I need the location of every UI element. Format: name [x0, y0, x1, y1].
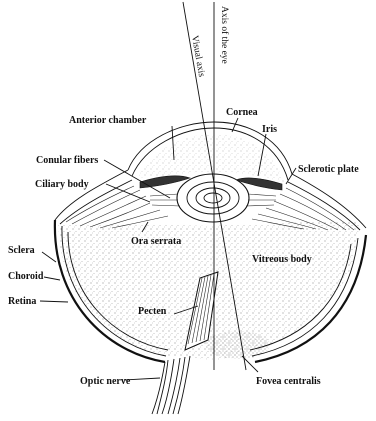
- sclerotic-plate-label: Sclerotic plate: [298, 164, 359, 175]
- conular-fibers-label: Conular fibers: [36, 155, 98, 166]
- ora-serrata-label: Ora serrata: [131, 236, 181, 247]
- vitreous-body-label: Vitreous body: [252, 254, 312, 265]
- sclera-label: Sclera: [8, 245, 35, 256]
- optic-nerve-label: Optic nerve: [80, 376, 131, 387]
- iris-label: Iris: [262, 124, 277, 135]
- fovea-region: [206, 331, 270, 359]
- optic-nerve-fiber: [157, 360, 168, 414]
- anterior-chamber-label: Anterior chamber: [69, 115, 147, 126]
- lens: [177, 174, 249, 222]
- pecten-label: Pecten: [138, 306, 167, 317]
- visual-axis-label: Visual axis: [189, 35, 206, 78]
- choroid-label: Choroid: [8, 271, 44, 282]
- cornea-label: Cornea: [226, 107, 258, 118]
- retina-label: Retina: [8, 296, 36, 307]
- fovea-centralis-label: Fovea centralis: [256, 376, 321, 387]
- axis-of-eye-label: Axis of the eye: [219, 6, 230, 64]
- ciliary-body-label: Ciliary body: [35, 179, 89, 190]
